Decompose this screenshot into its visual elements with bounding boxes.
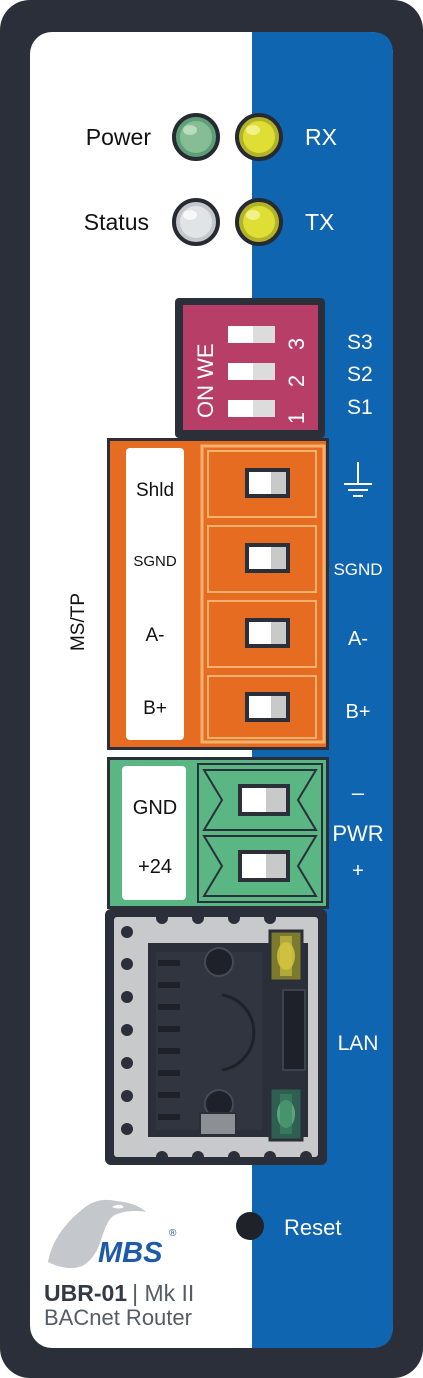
dip-number-1: 1 — [284, 412, 309, 424]
mstp-screw-shld[interactable] — [207, 450, 317, 518]
reset-button[interactable] — [236, 1212, 264, 1240]
mstp-screw-sgnd[interactable] — [207, 525, 317, 593]
lan-port-contacts — [158, 960, 180, 1120]
model-id: UBR-01 — [44, 1280, 127, 1306]
dip-number-2: 2 — [284, 375, 309, 387]
mstp-terminal-sgnd: SGND — [133, 553, 177, 570]
tx-led-label: TX — [305, 209, 334, 235]
reset-label: Reset — [284, 1215, 341, 1240]
mstp-group-label: MS/TP — [68, 593, 89, 651]
lan-label: LAN — [338, 1032, 379, 1055]
lan-port-shield-holes — [121, 912, 312, 1163]
mbs-registered-mark: ® — [169, 1228, 177, 1239]
dip-label-s3: S3 — [347, 331, 373, 354]
mstp-side-label-sgnd: SGND — [333, 560, 382, 579]
dip-switch-s2[interactable] — [228, 363, 275, 380]
power-terminal-gnd: GND — [133, 797, 177, 819]
tx-led — [235, 198, 283, 246]
power-led-label: Power — [86, 124, 152, 150]
power-label-strip — [122, 766, 186, 900]
dip-label-s1: S1 — [347, 396, 373, 419]
mstp-screw-a[interactable] — [207, 600, 317, 668]
product-name: BACnet Router — [44, 1305, 192, 1330]
power-screw-24[interactable] — [202, 835, 318, 897]
mbs-bird-logo — [48, 1199, 146, 1269]
power-screw-gnd[interactable] — [202, 769, 318, 831]
power-terminal-24: +24 — [138, 856, 172, 878]
mstp-terminal-b: B+ — [143, 698, 167, 719]
mbs-logo-text: MBS — [98, 1237, 163, 1269]
mstp-screw-b[interactable] — [207, 675, 317, 739]
ground-icon — [344, 462, 372, 497]
dip-switch-on-label: ON WE — [193, 343, 218, 418]
dip-label-s2: S2 — [347, 363, 373, 386]
model-revision: | Mk II — [132, 1280, 194, 1306]
pwr-minus-label: – — [352, 780, 365, 805]
power-led — [172, 113, 220, 161]
lan-activity-led — [268, 929, 304, 983]
mstp-terminal-shld: Shld — [136, 480, 174, 501]
status-led — [172, 198, 220, 246]
model-name: UBR-01| Mk II — [44, 1280, 194, 1306]
pwr-label: PWR — [332, 821, 383, 846]
dip-switch-s3[interactable] — [228, 326, 275, 343]
dip-number-3: 3 — [284, 338, 309, 350]
status-led-label: Status — [84, 209, 149, 235]
pwr-plus-label: + — [352, 860, 364, 882]
rx-led-label: RX — [305, 124, 337, 150]
mstp-side-label-b: B+ — [345, 701, 370, 723]
mstp-side-label-a: A- — [348, 628, 368, 650]
mstp-label-strip — [126, 448, 184, 740]
rx-led — [235, 113, 283, 161]
dip-switch-s1[interactable] — [228, 400, 275, 417]
mstp-terminal-a: A- — [146, 625, 165, 646]
lan-link-led — [268, 1086, 304, 1142]
